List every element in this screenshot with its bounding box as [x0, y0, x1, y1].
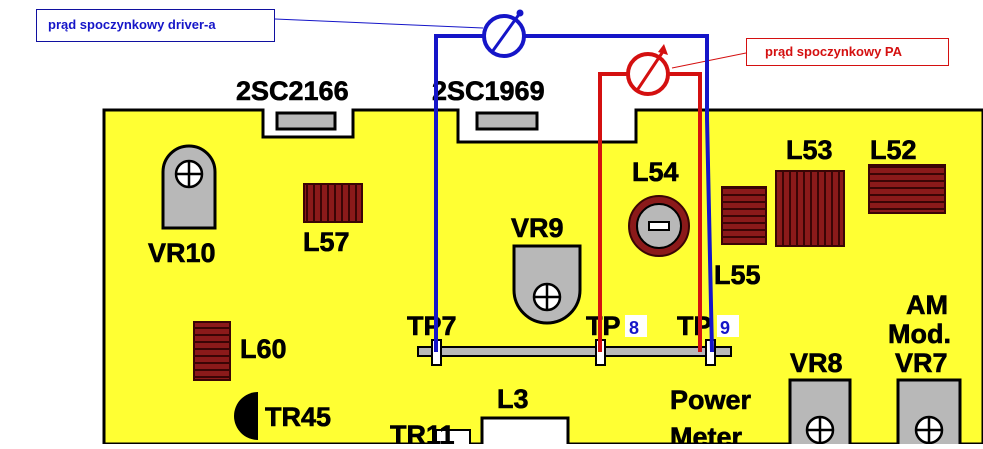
label-2sc2166: 2SC2166	[236, 76, 349, 106]
l53-coil	[775, 170, 845, 247]
l54-coil	[628, 195, 690, 257]
tp8-number: 8	[629, 318, 639, 338]
l3-body	[480, 416, 570, 449]
pa-current-wire	[598, 72, 702, 352]
label-l54: L54	[632, 157, 679, 187]
l52-coil	[868, 164, 946, 214]
label-tp9: TP	[677, 311, 712, 341]
vr10-potentiometer	[161, 144, 217, 230]
driver-ammeter-icon	[482, 9, 526, 58]
tp8-number-box	[625, 315, 647, 337]
driver-current-callout: prąd spoczynkowy driver-a	[36, 9, 275, 42]
label-tr45: TR45	[265, 402, 331, 432]
test-point-bar	[417, 346, 732, 357]
label-vr7: VR7	[895, 348, 948, 378]
tp9-number-box	[717, 315, 739, 337]
label-l55: L55	[714, 260, 761, 290]
label-l60: L60	[240, 334, 287, 364]
transistor-2sc2166	[275, 111, 337, 131]
label-power: Power	[670, 385, 752, 415]
label-am: AM	[906, 290, 948, 320]
label-mod: Mod.	[888, 319, 951, 349]
driver-callout-leader	[274, 18, 484, 29]
label-l53: L53	[786, 135, 833, 165]
label-l3: L3	[497, 384, 529, 414]
vr9-potentiometer	[512, 244, 582, 325]
pa-ammeter-icon	[626, 44, 670, 96]
label-tp7: TP7	[407, 311, 457, 341]
transistor-2sc1969	[475, 111, 539, 131]
label-tr11: TR11	[390, 420, 455, 444]
label-meter: Meter	[670, 422, 743, 444]
label-vr9: VR9	[511, 213, 564, 243]
label-vr8: VR8	[790, 348, 843, 378]
driver-current-wire	[434, 34, 714, 353]
tp9-number: 9	[720, 318, 730, 338]
vr7-potentiometer	[896, 378, 962, 449]
label-vr10: VR10	[148, 238, 216, 268]
label-l57: L57	[303, 227, 350, 257]
l57-coil	[303, 183, 363, 223]
l60-coil	[193, 321, 231, 381]
label-2sc1969: 2SC1969	[432, 76, 545, 106]
tr45-transistor	[234, 392, 258, 440]
label-l52: L52	[870, 135, 917, 165]
vr8-potentiometer	[788, 378, 852, 449]
l55-coil	[721, 186, 767, 245]
label-tp8: TP	[586, 311, 621, 341]
pa-current-callout: prąd spoczynkowy PA	[746, 38, 949, 66]
